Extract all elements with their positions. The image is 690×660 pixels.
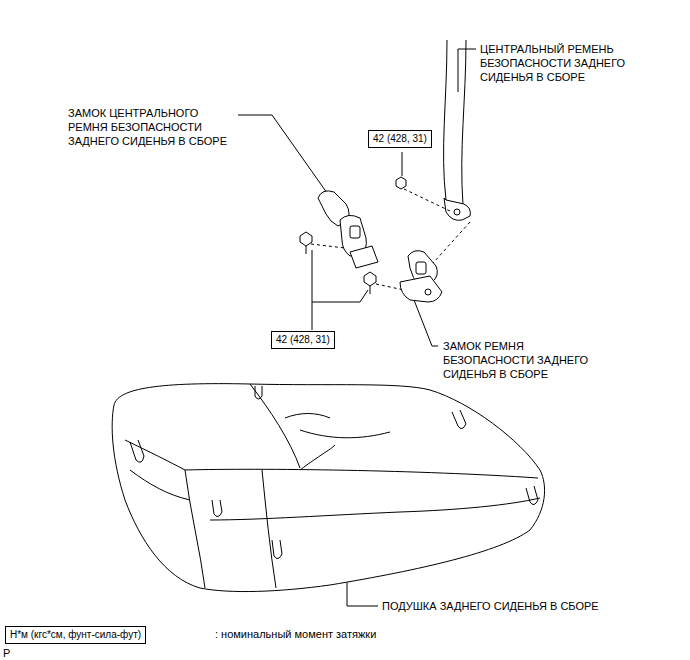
torque-value: 42 (428, 31) — [276, 334, 330, 346]
part-name: ЗАМОК РЕМНЯ БЕЗОПАСНОСТИ ЗАДНЕГО СИДЕНЬЯ… — [443, 339, 611, 381]
part-name: : номинальный момент затяжки — [215, 627, 465, 641]
bolts — [300, 232, 376, 294]
torque-box: 42 (428, 31) — [368, 130, 432, 148]
part-name: ЦЕНТРАЛЬНЫЙ РЕМЕНЬ БЕЗОПАСНОСТИ ЗАДНЕГО … — [480, 42, 670, 84]
part-label: ЗАМОК ЦЕНТРАЛЬНОГО РЕМНЯ БЕЗОПАСНОСТИ ЗА… — [68, 106, 230, 148]
part-name: ЗАМОК ЦЕНТРАЛЬНОГО РЕМНЯ БЕЗОПАСНОСТИ ЗА… — [68, 106, 230, 148]
part-label: ЦЕНТРАЛЬНЫЙ РЕМЕНЬ БЕЗОПАСНОСТИ ЗАДНЕГО … — [480, 42, 670, 84]
part-label: ПОДУШКА ЗАДНЕГО СИДЕНЬЯ В СБОРЕ — [382, 599, 682, 613]
nut — [396, 177, 406, 189]
part-name: ПОДУШКА ЗАДНЕГО СИДЕНЬЯ В СБОРЕ — [382, 599, 682, 613]
part-label: : номинальный момент затяжки — [215, 627, 465, 641]
torque-box: 42 (428, 31) — [271, 331, 335, 349]
outer-buckle — [400, 251, 442, 302]
rear-seat-cushion — [112, 384, 544, 592]
center-belt — [444, 40, 471, 220]
part-name: P — [3, 646, 23, 660]
torque-box: Н*м (кгс*см, фунт-сила-фут) — [5, 626, 146, 644]
torque-value: 42 (428, 31) — [373, 133, 427, 145]
part-label: ЗАМОК РЕМНЯ БЕЗОПАСНОСТИ ЗАДНЕГО СИДЕНЬЯ… — [443, 339, 611, 381]
torque-value: Н*м (кгс*см, фунт-сила-фут) — [10, 629, 141, 641]
assembly-lines — [311, 189, 470, 290]
part-label: P — [3, 646, 23, 660]
center-buckle — [318, 191, 378, 268]
